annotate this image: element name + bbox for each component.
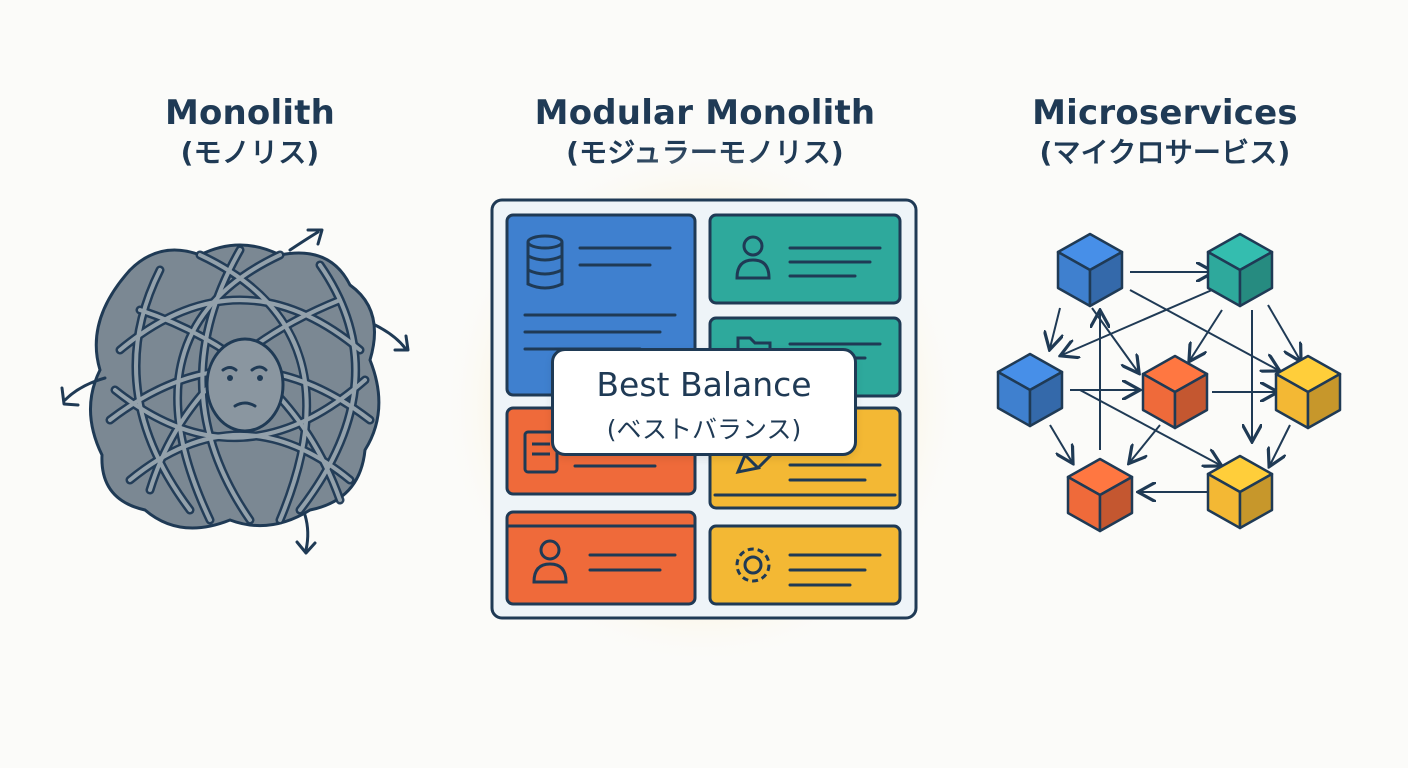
module-user-orange bbox=[505, 510, 697, 606]
monolith-title: Monolith (モノリス) bbox=[95, 92, 405, 170]
arrow-bottom-icon bbox=[303, 513, 310, 552]
service-nodes bbox=[996, 232, 1342, 533]
service-cube-2 bbox=[1206, 232, 1274, 308]
monolith-tangle-illustration bbox=[60, 228, 410, 555]
worried-face bbox=[205, 337, 285, 433]
microservices-title: Microservices (マイクロサービス) bbox=[990, 92, 1340, 170]
user-icon bbox=[735, 235, 771, 280]
microservices-title-main: Microservices bbox=[1032, 93, 1298, 133]
service-cube-3 bbox=[996, 352, 1064, 428]
monolith-title-sub: (モノリス) bbox=[180, 135, 320, 169]
service-cube-4 bbox=[1141, 354, 1209, 430]
arrow-left-icon bbox=[63, 376, 107, 402]
microservices-title-sub: (マイクロサービス) bbox=[1039, 135, 1291, 169]
microservices-illustration bbox=[996, 232, 1342, 533]
module-user-teal bbox=[708, 213, 902, 305]
badge-main-label: Best Balance bbox=[596, 365, 812, 404]
arrow-top-icon bbox=[288, 230, 320, 252]
best-balance-badge: Best Balance (ベストバランス) bbox=[551, 348, 857, 456]
module-gear-yellow bbox=[708, 524, 902, 606]
badge-sub-label: (ベストバランス) bbox=[606, 415, 802, 444]
service-cube-7 bbox=[1206, 454, 1274, 530]
service-cube-6 bbox=[1066, 457, 1134, 533]
escaping-arrows bbox=[60, 228, 410, 555]
modular-title-main: Modular Monolith bbox=[534, 93, 876, 133]
service-cube-5 bbox=[1274, 354, 1342, 430]
monolith-title-main: Monolith bbox=[164, 93, 336, 133]
gear-icon bbox=[735, 547, 771, 583]
arrow-right-icon bbox=[373, 323, 407, 350]
user-icon bbox=[532, 539, 568, 584]
database-icon bbox=[526, 234, 564, 290]
service-connections bbox=[1050, 272, 1300, 492]
service-cube-1 bbox=[1056, 232, 1124, 308]
